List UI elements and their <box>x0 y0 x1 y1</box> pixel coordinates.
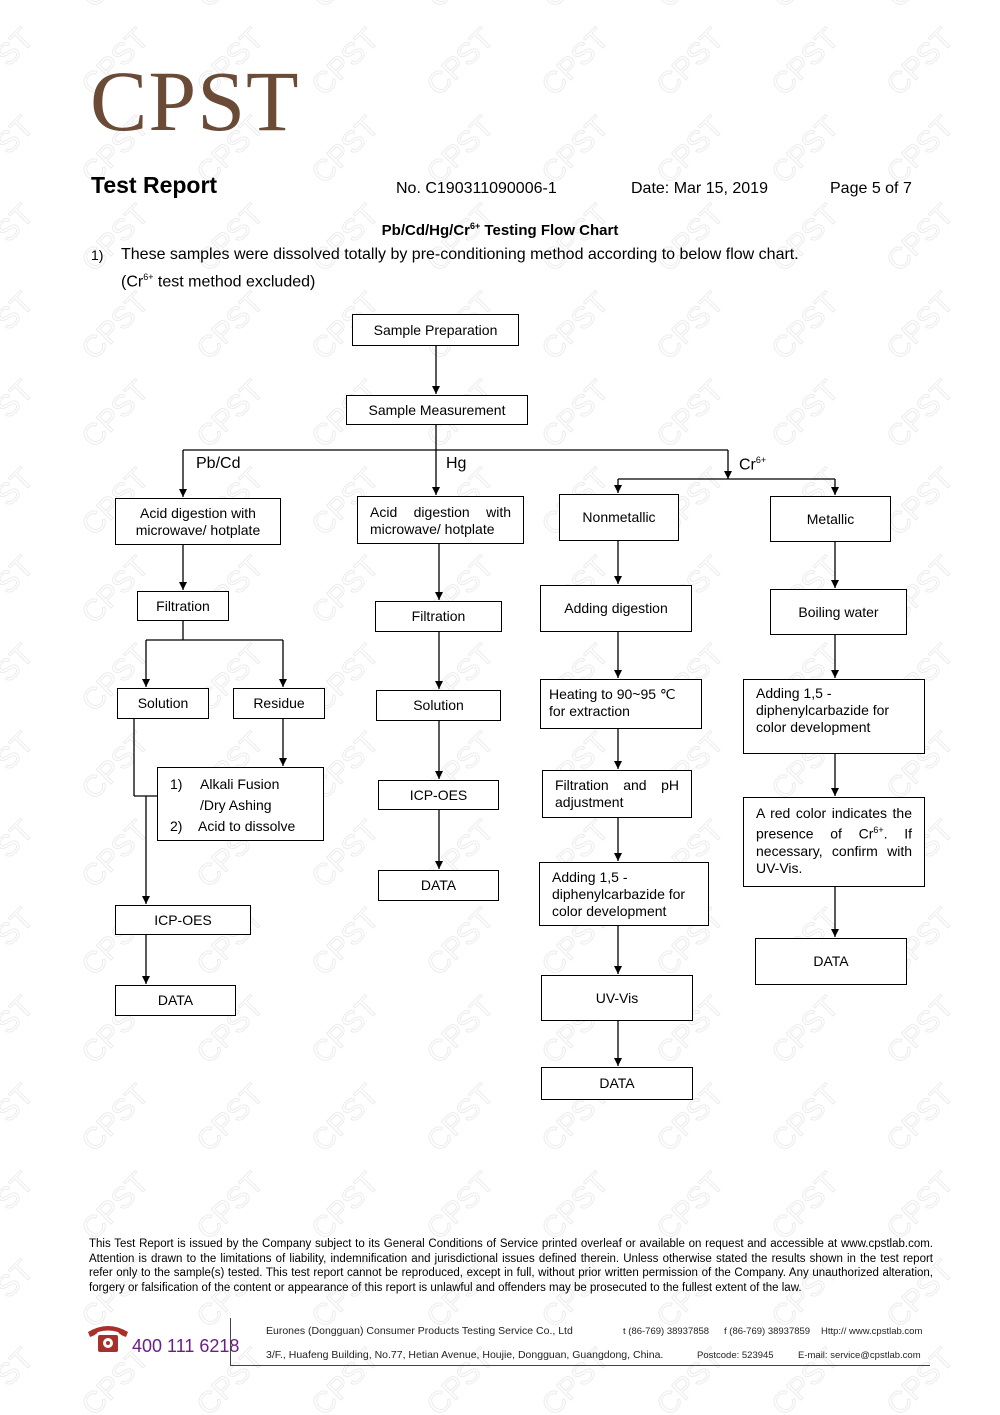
footer-email: E-mail: service@cpstlab.com <box>798 1350 921 1361</box>
box-heating-extraction: Heating to 90~95 ℃ for extraction <box>540 679 702 729</box>
label-pbcd: Pb/Cd <box>196 455 241 472</box>
box-pbcd-icp-oes: ICP-OES <box>115 905 251 935</box>
box-nonmetallic-adding-dpc: Adding 1,5 -diphenylcarbazide for color … <box>539 862 709 926</box>
footer-web: Http:// www.cpstlab.com <box>821 1326 923 1337</box>
box-pbcd-solution: Solution <box>117 688 209 719</box>
phone-icon <box>88 1326 128 1352</box>
box-metallic-adding-dpc: Adding 1,5 -diphenylcarbazide for color … <box>743 679 925 754</box>
box-pbcd-acid-digestion: Acid digestion with microwave/ hotplate <box>115 498 281 545</box>
box-boiling-water: Boiling water <box>770 589 907 635</box>
chart-title: Pb/Cd/Hg/Cr6+ Testing Flow Chart <box>381 221 619 239</box>
report-number: No. C190311090006-1 <box>396 180 557 197</box>
box-hg-data: DATA <box>378 870 499 901</box>
box-hg-icp-oes: ICP-OES <box>378 780 499 810</box>
box-hg-solution: Solution <box>376 690 501 721</box>
footer-company: Eurones (Dongguan) Consumer Products Tes… <box>266 1325 573 1337</box>
page-number: Page 5 of 7 <box>830 180 912 197</box>
footer-contact-frame <box>230 1318 930 1366</box>
box-red-color: A red color indicates the presence of Cr… <box>743 797 925 887</box>
box-pbcd-alkali-fusion: 1)Alkali Fusion /Dry Ashing 2)Acid to di… <box>157 767 324 841</box>
report-date: Date: Mar 15, 2019 <box>631 180 768 197</box>
phone-number: 400 111 6218 <box>132 1336 240 1356</box>
label-hg: Hg <box>446 455 467 472</box>
box-hg-filtration: Filtration <box>375 601 502 632</box>
footer-postcode: Postcode: 523945 <box>697 1350 774 1361</box>
footer-tel: t (86-769) 38937858 <box>623 1326 710 1337</box>
footer-disclaimer: This Test Report is issued by the Compan… <box>89 1238 933 1294</box>
label-cr6: Cr6+ <box>739 455 767 474</box>
report-title: Test Report <box>91 172 218 198</box>
box-nonmetallic: Nonmetallic <box>559 494 679 541</box>
box-uv-vis: UV-Vis <box>541 975 693 1021</box>
intro-line1: These samples were dissolved totally by … <box>121 246 799 263</box>
box-metallic: Metallic <box>770 496 891 542</box>
box-filtration-ph: Filtration and pH adjustment <box>542 770 692 818</box>
footer-fax: f (86-769) 38937859 <box>724 1326 811 1337</box>
box-pbcd-data: DATA <box>115 985 236 1016</box>
box-nonmetallic-data: DATA <box>541 1067 693 1100</box>
box-sample-preparation: Sample Preparation <box>352 314 519 346</box>
box-metallic-data: DATA <box>755 938 907 985</box>
box-sample-measurement: Sample Measurement <box>346 395 528 425</box>
intro-number: 1) <box>91 247 104 263</box>
footer-address: 3/F., Huafeng Building, No.77, Hetian Av… <box>266 1349 664 1361</box>
box-pbcd-residue: Residue <box>233 688 325 719</box>
company-logo: CPST <box>90 53 300 149</box>
box-hg-acid-digestion: Acid digestion with microwave/ hotplate <box>357 496 524 544</box>
intro-line2: (Cr6+ test method excluded) <box>121 272 316 291</box>
box-pbcd-filtration: Filtration <box>137 591 229 621</box>
box-adding-digestion: Adding digestion <box>540 585 692 632</box>
